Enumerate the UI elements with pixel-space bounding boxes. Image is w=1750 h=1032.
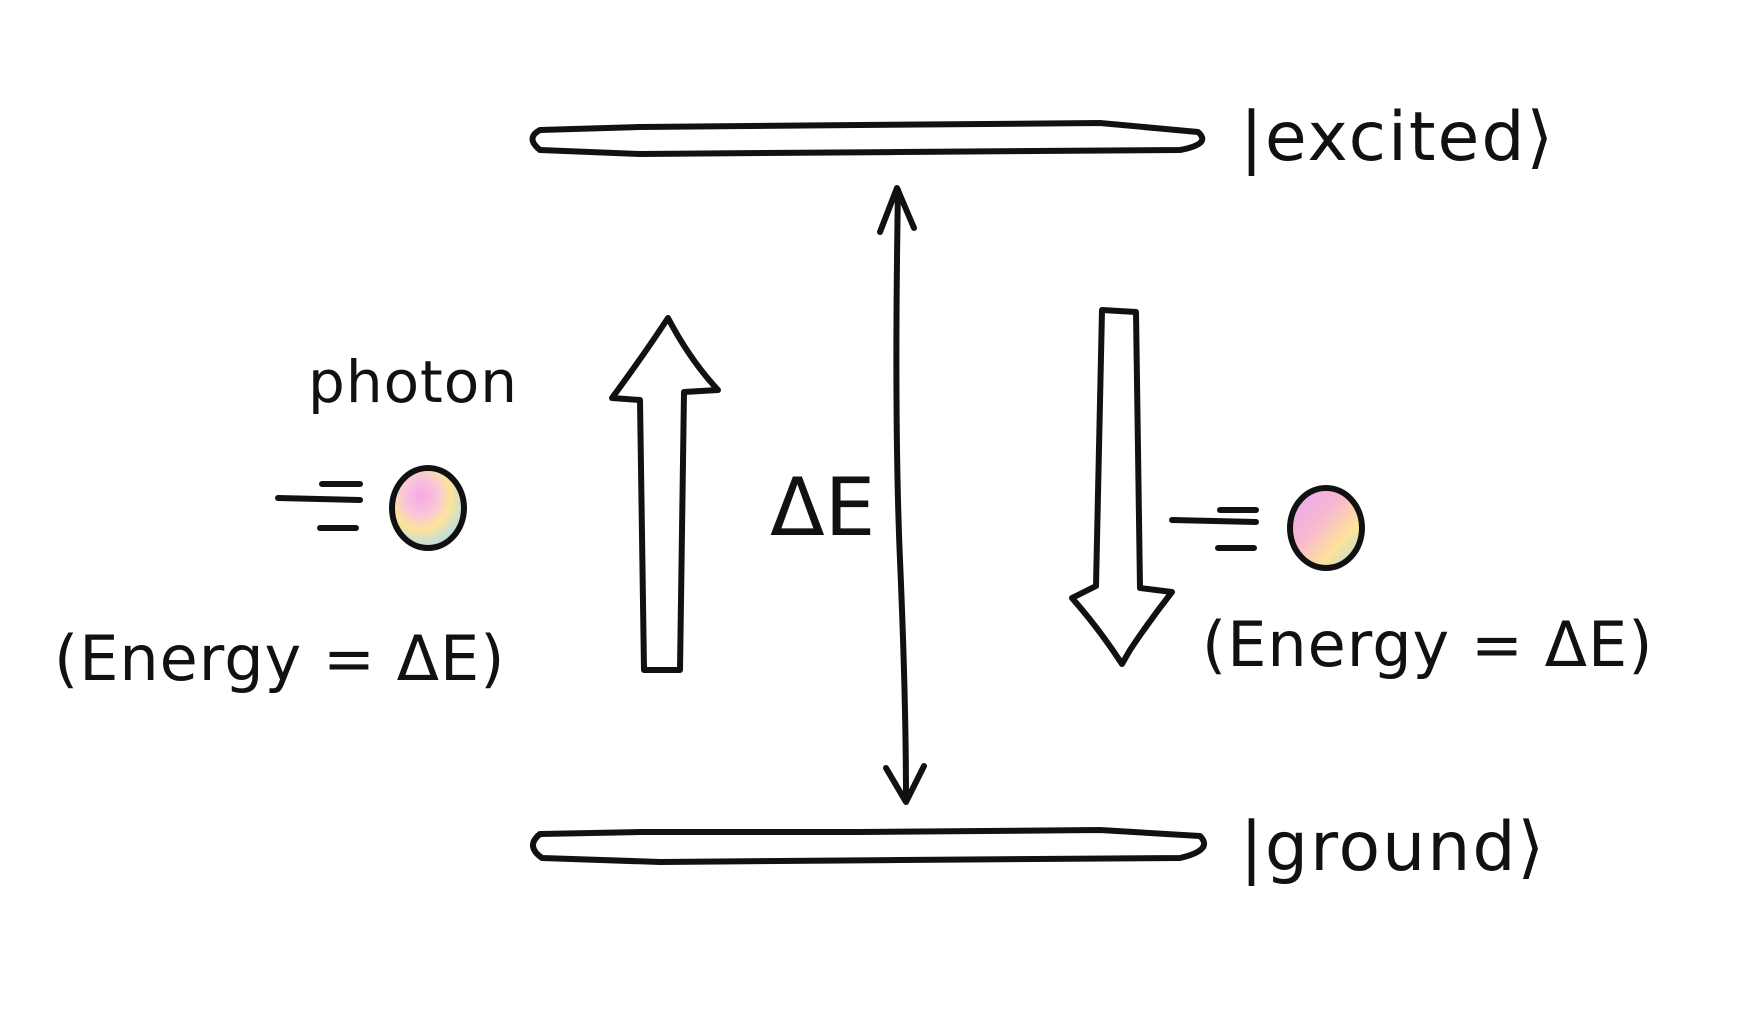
absorption-arrow — [609, 315, 721, 673]
photon-label: photon — [308, 348, 518, 416]
energy-gap-label: ΔE — [770, 461, 875, 554]
energy-gap-arrow — [877, 185, 927, 805]
ground-state-label: |ground⟩ — [1240, 808, 1546, 887]
excited-state-label: |excited⟩ — [1240, 98, 1555, 177]
ground-level-bar — [530, 827, 1207, 865]
photon-ball-icon — [1287, 485, 1365, 571]
emitted-photon — [1169, 485, 1365, 571]
photon-ball-icon — [389, 465, 467, 551]
absorption-energy-label: (Energy = ΔE) — [54, 622, 505, 695]
absorbed-photon — [275, 465, 467, 551]
emission-energy-label: (Energy = ΔE) — [1202, 608, 1653, 681]
speed-lines-icon — [275, 481, 363, 531]
emission-arrow — [1069, 307, 1175, 667]
speed-lines-icon — [1169, 507, 1259, 551]
excited-level-bar — [529, 120, 1206, 157]
